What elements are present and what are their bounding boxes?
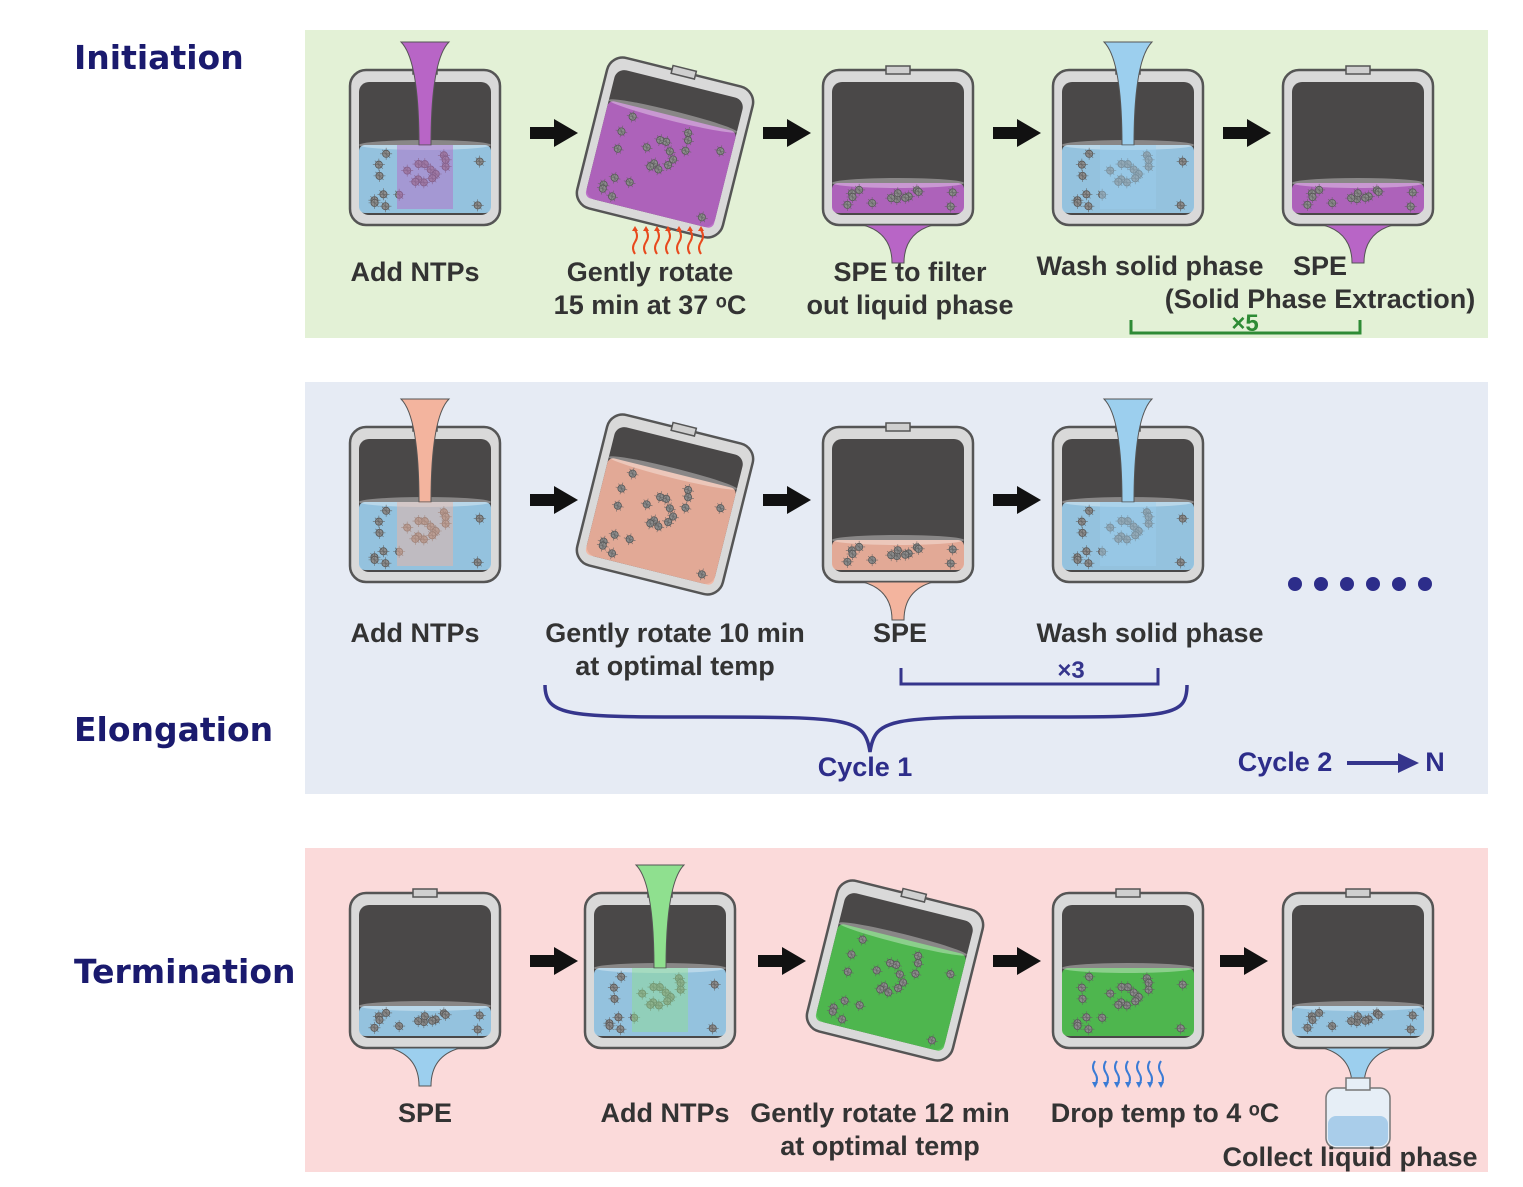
initiation-step-label-5: SPE(Solid Phase Extraction) (1164, 251, 1476, 314)
termination-step-label-1: SPE (397, 1098, 453, 1128)
initiation-step1-vessel (348, 41, 502, 227)
termination-step-label-2: Add NTPs (600, 1098, 730, 1128)
termination-step1-vessel (348, 888, 502, 1087)
termination-title: Termination (74, 952, 296, 991)
continuation-dots (1288, 577, 1432, 591)
initiation-arrow-1 (530, 119, 578, 147)
cycle1-label: Cycle 1 (817, 752, 913, 782)
elongation-step1-vessel (348, 398, 502, 584)
repeat-count-initiation: ×5 (1231, 310, 1259, 337)
termination-diagram (348, 864, 1435, 1149)
termination-step2-vessel (583, 864, 737, 1050)
initiation-arrow-3 (993, 119, 1041, 147)
heat-icon (632, 226, 704, 255)
cycle-n-label: N (1425, 747, 1445, 777)
initiation-arrow-2 (763, 119, 811, 147)
cycle2-label: Cycle 2 (1237, 747, 1333, 777)
termination-arrow-2 (758, 947, 806, 975)
termination-arrow-3 (993, 947, 1041, 975)
elongation-step-label-1: Add NTPs (350, 618, 480, 648)
elongation-step2-vessel (575, 413, 755, 596)
elongation-step-label-3: SPE (872, 618, 928, 648)
elongation-diagram (348, 398, 1432, 773)
initiation-step4-vessel (1051, 41, 1205, 227)
elongation-title: Elongation (74, 710, 274, 749)
elongation-step3-vessel (821, 422, 975, 621)
initiation-step2-vessel (575, 56, 755, 239)
initiation-title: Initiation (74, 38, 244, 77)
termination-arrow-4 (1220, 947, 1268, 975)
termination-step-label-4: Drop temp to 4 ᵒC (1050, 1098, 1280, 1128)
initiation-step3-vessel (821, 65, 975, 264)
cycle1-brace (543, 684, 1189, 753)
initiation-arrow-4 (1223, 119, 1271, 147)
initiation-step5-vessel (1281, 65, 1435, 264)
cooling-icon (1092, 1060, 1164, 1088)
termination-step4-vessel (1051, 888, 1205, 1050)
elongation-arrow-2 (763, 486, 811, 514)
repeat-count-elongation: ×3 (1057, 657, 1085, 684)
initiation-step-label-1: Add NTPs (350, 257, 480, 287)
elongation-arrow-3 (993, 486, 1041, 514)
repeat-bracket-elongation (899, 668, 1160, 686)
elongation-arrow-1 (530, 486, 578, 514)
termination-step-label-5: Collect liquid phase (1222, 1142, 1478, 1172)
termination-step3-vessel (805, 879, 985, 1062)
elongation-step-label-4: Wash solid phase (1036, 618, 1264, 648)
cycle2-arrow-icon (1347, 753, 1419, 773)
elongation-step4-vessel (1051, 398, 1205, 584)
repeat-bracket-initiation (1129, 320, 1362, 335)
termination-step5-vessel (1281, 888, 1435, 1149)
termination-arrow-1 (530, 947, 578, 975)
initiation-step-label-4: Wash solid phase (1036, 251, 1264, 281)
initiation-diagram (348, 41, 1435, 335)
